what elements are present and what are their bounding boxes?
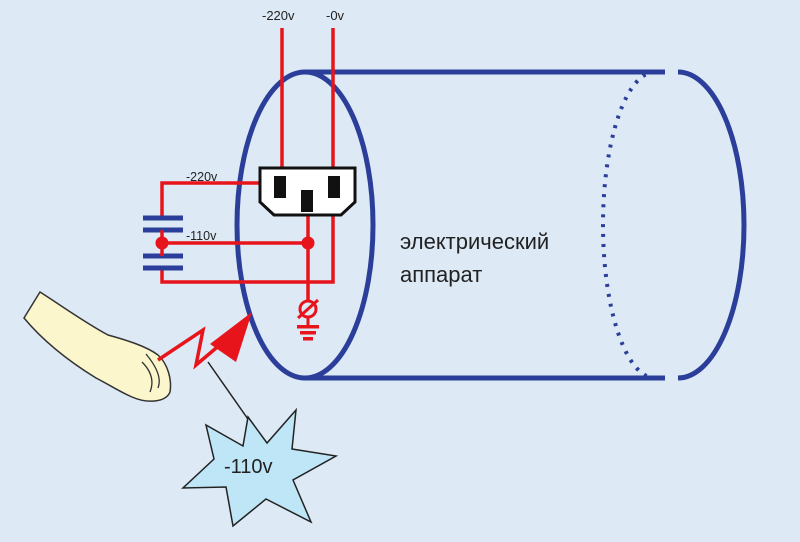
junction-dot-right <box>301 236 315 250</box>
label-socket-220v: -220v <box>186 170 218 184</box>
label-burst-110v: -110v <box>224 456 273 478</box>
label-device-line1: электрический <box>400 229 549 254</box>
burst-icon <box>181 407 339 528</box>
socket-icon <box>258 166 357 217</box>
label-capacitor-110v: -110v <box>186 229 217 243</box>
wiring <box>160 28 335 300</box>
wire-220-to-capacitor <box>160 181 278 218</box>
wire-capacitor-bottom <box>160 210 335 284</box>
label-top-220v: -220v <box>262 8 295 23</box>
burst-pointer-line <box>207 361 251 423</box>
label-device-line2: аппарат <box>400 262 482 287</box>
ground-icon <box>296 298 320 341</box>
cylinder-back-hidden <box>601 70 656 380</box>
label-top-0v: -0v <box>326 8 345 23</box>
hand-icon <box>23 290 172 402</box>
spark-icon <box>157 312 252 370</box>
junction-dot-left <box>155 236 169 250</box>
device-cylinder <box>234 69 747 381</box>
cylinder-back-face <box>677 69 747 381</box>
